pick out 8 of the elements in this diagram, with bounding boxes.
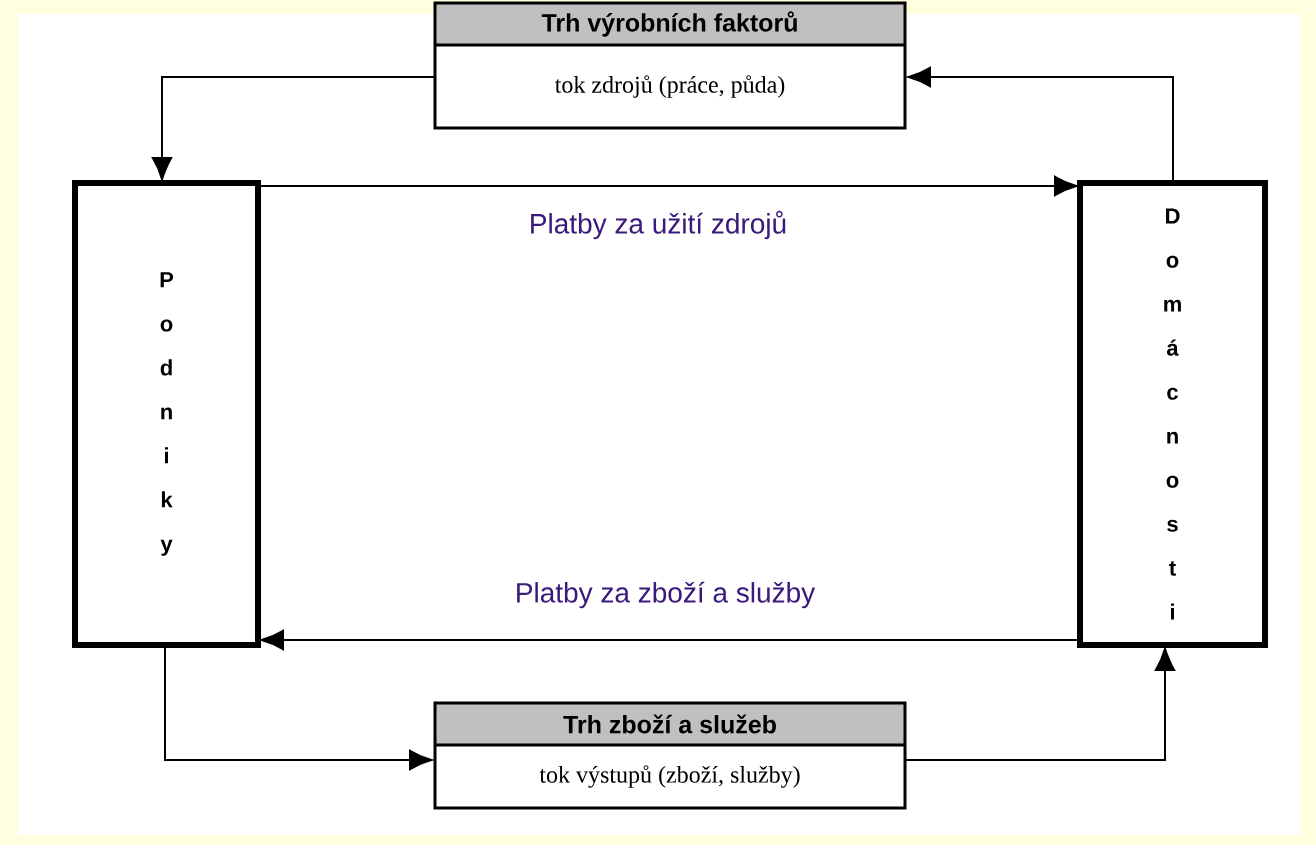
sector-box: Podniky	[72, 180, 261, 648]
edge-label: Platby za zboží a služby	[512, 579, 818, 611]
sector-box: Domácnosti	[1077, 180, 1268, 648]
market-box: Trh zboží a služeb tok výstupů (zboží, služby)	[433, 701, 907, 810]
edge-label: Platby za užití zdrojů	[526, 208, 790, 242]
arrow	[151, 76, 436, 181]
market-box: Trh výrobních faktorů tok zdrojů (práce, půda)	[433, 1, 907, 130]
arrow	[904, 647, 1176, 761]
